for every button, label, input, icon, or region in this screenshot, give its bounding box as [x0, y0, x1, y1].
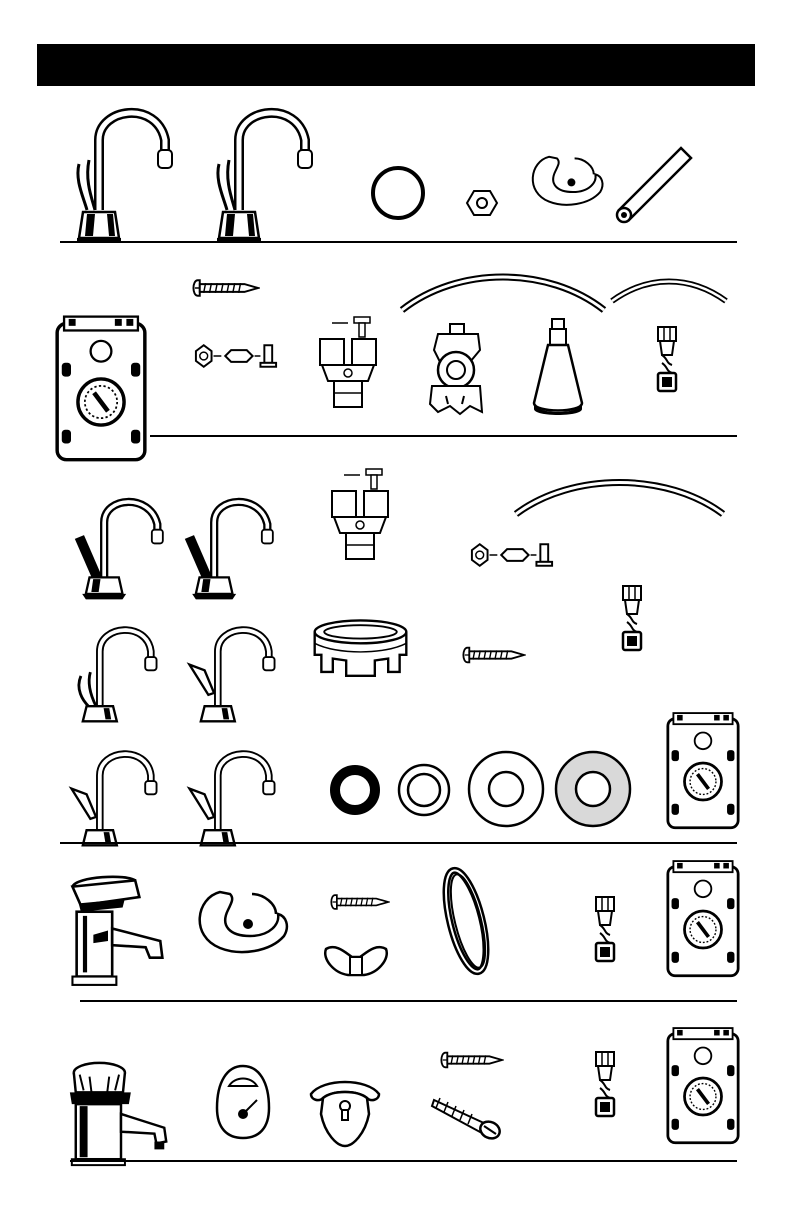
washer-icon [396, 762, 452, 818]
compression-fitting-icon [590, 1050, 620, 1120]
nut-washer-pin-icon [468, 540, 556, 570]
tank-icon [666, 707, 740, 832]
gasket-icon [328, 763, 382, 817]
screw-icon [192, 278, 260, 298]
tubing-icon [608, 275, 730, 305]
screw-icon [430, 1092, 504, 1140]
compression-fitting-icon [590, 895, 620, 965]
compression-fitting-icon [652, 325, 682, 395]
tank-icon [666, 1022, 740, 1147]
compression-fitting-icon [617, 584, 647, 654]
saddle-valve-icon [420, 320, 490, 420]
nut-washer-pin-icon [192, 341, 280, 371]
y-connector-icon [330, 465, 390, 565]
faucet-icon [180, 620, 284, 730]
screw-icon [330, 892, 390, 912]
escutcheon-plate-icon [213, 1062, 273, 1142]
wing-nut-icon [322, 943, 390, 979]
filter-cartridge-icon [528, 317, 588, 417]
washer-icon [553, 749, 633, 829]
tubing-icon [398, 270, 608, 315]
mounting-bracket-icon [525, 150, 605, 210]
washer-icon [466, 749, 546, 829]
screw-icon [440, 1050, 504, 1070]
tank-icon [666, 855, 740, 980]
header-bar [37, 44, 755, 86]
faucet-icon [62, 744, 166, 854]
section-divider [150, 435, 737, 437]
section-divider [60, 241, 737, 243]
hex-nut-icon [465, 188, 499, 218]
faucet-icon [62, 620, 166, 730]
faucet-icon [60, 100, 190, 250]
knob-faucet-icon [62, 1058, 180, 1168]
tubing-icon [512, 476, 727, 520]
o-ring-icon [368, 163, 428, 223]
faucet-icon [200, 100, 330, 250]
tank-icon [52, 312, 150, 462]
section-divider [80, 1000, 737, 1002]
faucet-icon [180, 744, 284, 854]
lever-faucet-icon [62, 872, 177, 987]
mounting-bracket-icon [190, 885, 290, 957]
faucet-icon [172, 488, 282, 608]
section-divider [60, 842, 737, 844]
screw-icon [462, 645, 526, 665]
y-connector-icon [318, 313, 378, 413]
section-divider [70, 1160, 737, 1162]
faucet-icon [62, 488, 172, 608]
gasket-ring-icon [438, 865, 494, 977]
mounting-nut-icon [308, 615, 413, 685]
keyhole-bracket-icon [305, 1070, 385, 1150]
pipe-icon [605, 140, 695, 224]
